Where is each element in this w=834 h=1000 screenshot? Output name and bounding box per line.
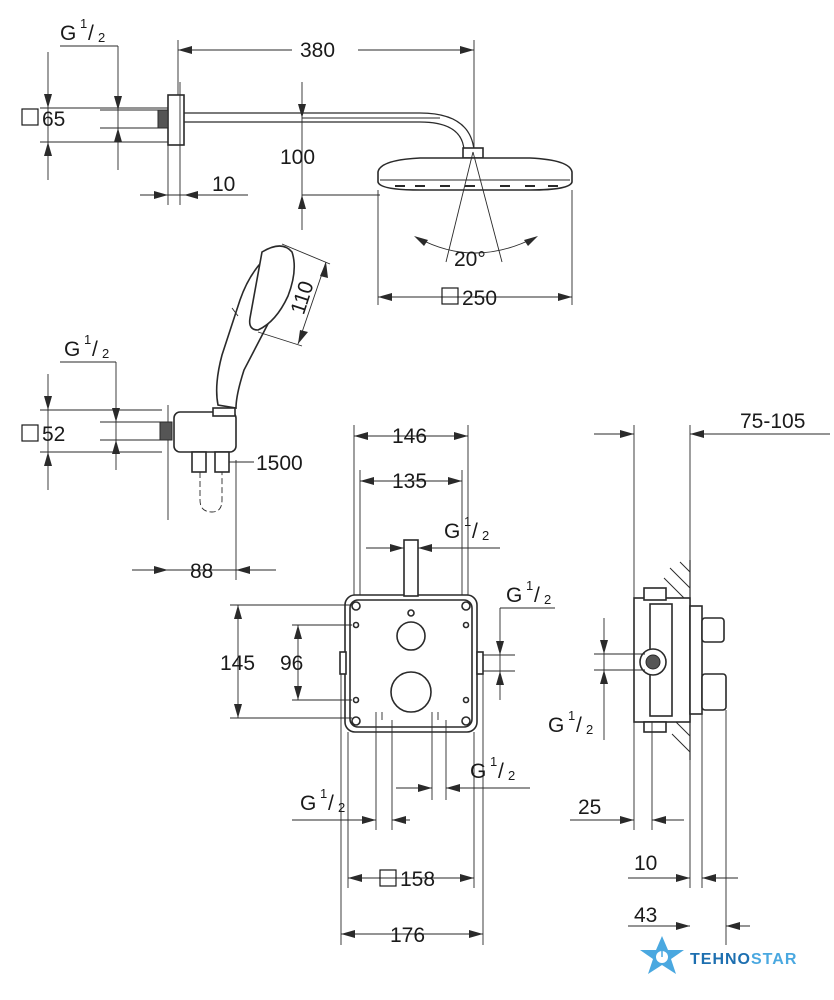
mixer-front-view (230, 425, 555, 945)
label-g-half-bottom-right: G (470, 760, 486, 783)
flange-nut (157, 109, 169, 129)
label-g-half-bottom-left: G (300, 792, 316, 815)
dimension-labels: G 1 / 2 65 380 100 10 20° 250 110 G 1 / … (21, 16, 805, 947)
label-g-half-bottom-right-num: 1 (490, 754, 497, 769)
left-port (339, 651, 347, 675)
label-g-half-mixer-top-num: 1 (464, 514, 471, 529)
holder-nut (159, 421, 173, 441)
brand-watermark: TEHNOSTAR (640, 936, 797, 974)
outlet-connector-right (214, 451, 230, 473)
square-symbol (379, 869, 397, 887)
angle-line-right (472, 151, 503, 263)
label-g-half-side: G (548, 714, 564, 737)
label-g-half-mixer-top: G (444, 520, 460, 543)
side-bottom-cap (643, 721, 667, 733)
label-176: 176 (390, 924, 425, 947)
hand-shower-head (248, 245, 296, 331)
svg-text:/: / (328, 792, 334, 815)
svg-text:/: / (472, 520, 478, 543)
label-250: 250 (462, 287, 497, 310)
label-g-half-bottom-left-num: 1 (320, 786, 327, 801)
label-g-half-top-num: 1 (80, 16, 87, 31)
svg-text:/: / (92, 338, 98, 361)
label-g-half-mixer-top-den: 2 (482, 528, 489, 543)
mixer-side-view (570, 425, 830, 945)
svg-text:/: / (576, 714, 582, 737)
label-135: 135 (392, 470, 427, 493)
hose-loop (199, 472, 223, 513)
right-port (476, 651, 484, 675)
label-g-half-side-den: 2 (586, 722, 593, 737)
label-380: 380 (300, 39, 335, 62)
label-88: 88 (190, 560, 213, 583)
wall-holder (173, 411, 237, 453)
label-g-half-top-den: 2 (98, 30, 105, 45)
label-g-half-bottom-right-den: 2 (508, 768, 515, 783)
label-g-half-hand: G (64, 338, 80, 361)
label-10-side: 10 (634, 852, 657, 875)
wall-flange (167, 94, 185, 146)
label-g-half-hand-den: 2 (102, 346, 109, 361)
label-g-half-side-num: 1 (568, 708, 575, 723)
square-symbol (21, 424, 39, 442)
hand-shower-view (40, 243, 331, 580)
label-25: 25 (578, 796, 601, 819)
label-43: 43 (634, 904, 657, 927)
svg-text:/: / (88, 22, 94, 45)
shower-arm-lower (184, 121, 465, 151)
label-g-half-mixer-right: G (506, 584, 522, 607)
angle-line-left (445, 151, 474, 263)
label-65: 65 (42, 108, 65, 131)
label-g-half-mixer-right-den: 2 (544, 592, 551, 607)
thermostat-dial (390, 671, 432, 713)
label-96: 96 (280, 652, 303, 675)
label-146: 146 (392, 425, 427, 448)
mounting-screws (351, 601, 471, 726)
label-g-half-mixer-right-num: 1 (526, 578, 533, 593)
side-handle-top (701, 617, 725, 643)
label-158: 158 (400, 868, 435, 891)
label-75-105: 75-105 (740, 410, 805, 433)
angle-arc (417, 237, 535, 254)
shower-arm-upper (184, 112, 475, 151)
square-symbol (441, 287, 459, 305)
label-52: 52 (42, 423, 65, 446)
cover-plate (689, 605, 703, 715)
svg-text:/: / (498, 760, 504, 783)
shower-head (377, 157, 573, 191)
label-g-half-hand-num: 1 (84, 332, 91, 347)
label-20-deg: 20° (454, 248, 486, 271)
square-symbol (21, 108, 39, 126)
bottom-outlets (375, 712, 439, 720)
label-145: 145 (220, 652, 255, 675)
label-100: 100 (280, 146, 315, 169)
top-pipe (403, 539, 419, 597)
label-1500: 1500 (256, 452, 303, 475)
label-g-half-bottom-left-den: 2 (338, 800, 345, 815)
side-handle-bottom (701, 673, 727, 711)
holder-cradle (212, 407, 236, 417)
label-10-top: 10 (212, 173, 235, 196)
side-top-cap (643, 587, 667, 601)
label-g-half-top: G (60, 22, 76, 45)
outlet-connector-left (191, 451, 207, 473)
brand-text: TEHNOSTAR (690, 951, 797, 968)
mixer-box-inner (349, 599, 473, 728)
svg-text:/: / (534, 584, 540, 607)
diverter-dial (396, 621, 426, 651)
overhead-shower-view (40, 36, 573, 305)
